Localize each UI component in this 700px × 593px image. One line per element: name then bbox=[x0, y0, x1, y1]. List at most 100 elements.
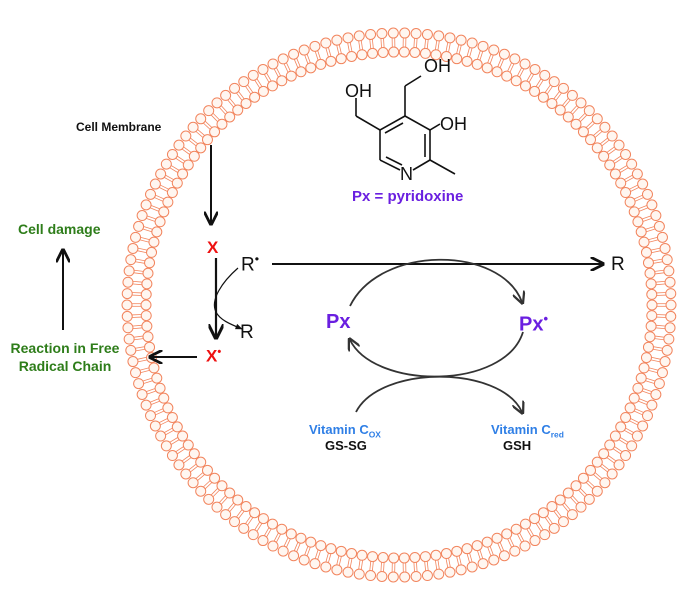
lipid-head bbox=[398, 46, 410, 58]
lipid-head bbox=[140, 299, 152, 311]
lipid-tail bbox=[537, 79, 545, 89]
lipid-tail bbox=[652, 258, 664, 262]
lipid-tail bbox=[181, 454, 191, 462]
lipid-tail bbox=[189, 465, 199, 473]
lipid-tail bbox=[479, 50, 484, 62]
lipid-head bbox=[481, 62, 493, 74]
lipid-tail bbox=[295, 57, 301, 68]
lipid-tail bbox=[314, 50, 319, 62]
lipid-tail bbox=[133, 338, 145, 341]
lipid-head bbox=[171, 177, 183, 189]
lipid-tail bbox=[306, 53, 312, 64]
lipid-tail bbox=[535, 77, 542, 88]
lipid-head bbox=[599, 121, 611, 133]
lipid-head bbox=[632, 216, 644, 228]
lipid-tail bbox=[526, 72, 533, 82]
lipid-head bbox=[399, 27, 411, 39]
lipid-head bbox=[121, 288, 133, 300]
lipid-head bbox=[665, 299, 677, 311]
lipid-tail bbox=[327, 46, 332, 58]
lipid-tail bbox=[235, 508, 243, 518]
lipid-head bbox=[224, 487, 236, 499]
arrow-vitc-ox-to-red bbox=[355, 376, 522, 412]
lipid-tail bbox=[212, 489, 221, 498]
lipid-head bbox=[433, 30, 445, 42]
lipid-tail bbox=[358, 40, 361, 52]
lipid-head bbox=[646, 288, 658, 300]
cell-membrane-label: Cell Membrane bbox=[76, 120, 162, 134]
lipid-head bbox=[575, 97, 587, 109]
lipid-head bbox=[376, 28, 388, 40]
lipid-head bbox=[430, 49, 442, 61]
lipid-head bbox=[583, 493, 595, 505]
lipid-tail bbox=[138, 367, 150, 371]
lipid-tail bbox=[623, 429, 634, 436]
lipid-head bbox=[130, 367, 142, 379]
lipid-tail bbox=[486, 546, 492, 557]
lipid-tail bbox=[599, 465, 609, 473]
lipid-head bbox=[583, 105, 595, 117]
lipid-tail bbox=[555, 92, 563, 102]
lipid-tail bbox=[131, 283, 143, 286]
lipid-head bbox=[409, 46, 421, 58]
lipid-tail bbox=[181, 148, 191, 156]
lipid-tail bbox=[210, 114, 219, 123]
lipid-tail bbox=[150, 400, 161, 406]
lipid-head bbox=[591, 456, 603, 468]
lipid-head bbox=[539, 69, 551, 81]
lipid-tail bbox=[256, 77, 263, 88]
lipid-head bbox=[180, 130, 192, 142]
lipid-head bbox=[455, 564, 467, 576]
lipid-tail bbox=[244, 515, 252, 525]
lipid-tail bbox=[170, 164, 181, 172]
lipid-head bbox=[367, 551, 379, 563]
lipid-tail bbox=[146, 215, 157, 220]
lipid-head bbox=[653, 378, 665, 390]
lipid-tail bbox=[448, 557, 451, 569]
lipid-head bbox=[624, 402, 636, 414]
lipid-tail bbox=[163, 176, 174, 183]
lipid-head bbox=[309, 558, 321, 570]
lipid-head bbox=[121, 299, 133, 311]
lipid-tail bbox=[445, 41, 449, 53]
lipid-head bbox=[591, 142, 603, 154]
lipid-head bbox=[209, 126, 221, 138]
lipid-head bbox=[148, 362, 160, 374]
lipid-head bbox=[663, 265, 675, 277]
x-radical-species: X• bbox=[206, 346, 222, 366]
lipid-tail bbox=[371, 38, 374, 50]
lipid-head bbox=[491, 532, 503, 544]
lipid-head bbox=[641, 188, 653, 200]
lipid-tail bbox=[516, 66, 523, 77]
lipid-head bbox=[661, 254, 673, 266]
lipid-tail bbox=[380, 561, 382, 573]
lipid-head bbox=[410, 28, 422, 40]
lipid-tail bbox=[338, 555, 342, 567]
lipid-tail bbox=[273, 531, 280, 543]
lipid-head bbox=[613, 459, 625, 471]
lipid-tail bbox=[619, 436, 630, 444]
lipid-tail bbox=[303, 54, 309, 65]
lipid-head bbox=[653, 220, 665, 232]
lipid-head bbox=[133, 220, 145, 232]
lipid-head bbox=[598, 448, 610, 460]
lipid-head bbox=[656, 231, 668, 243]
lipid-tail bbox=[226, 501, 235, 511]
lipid-tail bbox=[612, 447, 622, 455]
lipid-tail bbox=[448, 41, 451, 53]
lipid-head bbox=[187, 121, 199, 133]
lipid-head bbox=[171, 421, 183, 433]
lipid-tail bbox=[226, 99, 235, 109]
lipid-head bbox=[466, 561, 478, 573]
lipid-head bbox=[410, 570, 422, 582]
lipid-head bbox=[481, 536, 493, 548]
lipid-tail bbox=[654, 280, 666, 283]
lipid-head bbox=[606, 468, 618, 480]
lipid-head bbox=[144, 257, 156, 269]
lipid-head bbox=[121, 310, 133, 322]
lipid-head bbox=[477, 40, 489, 52]
lipid-tail bbox=[624, 427, 635, 434]
lipid-tail bbox=[641, 215, 652, 220]
lipid-tail bbox=[336, 44, 340, 56]
